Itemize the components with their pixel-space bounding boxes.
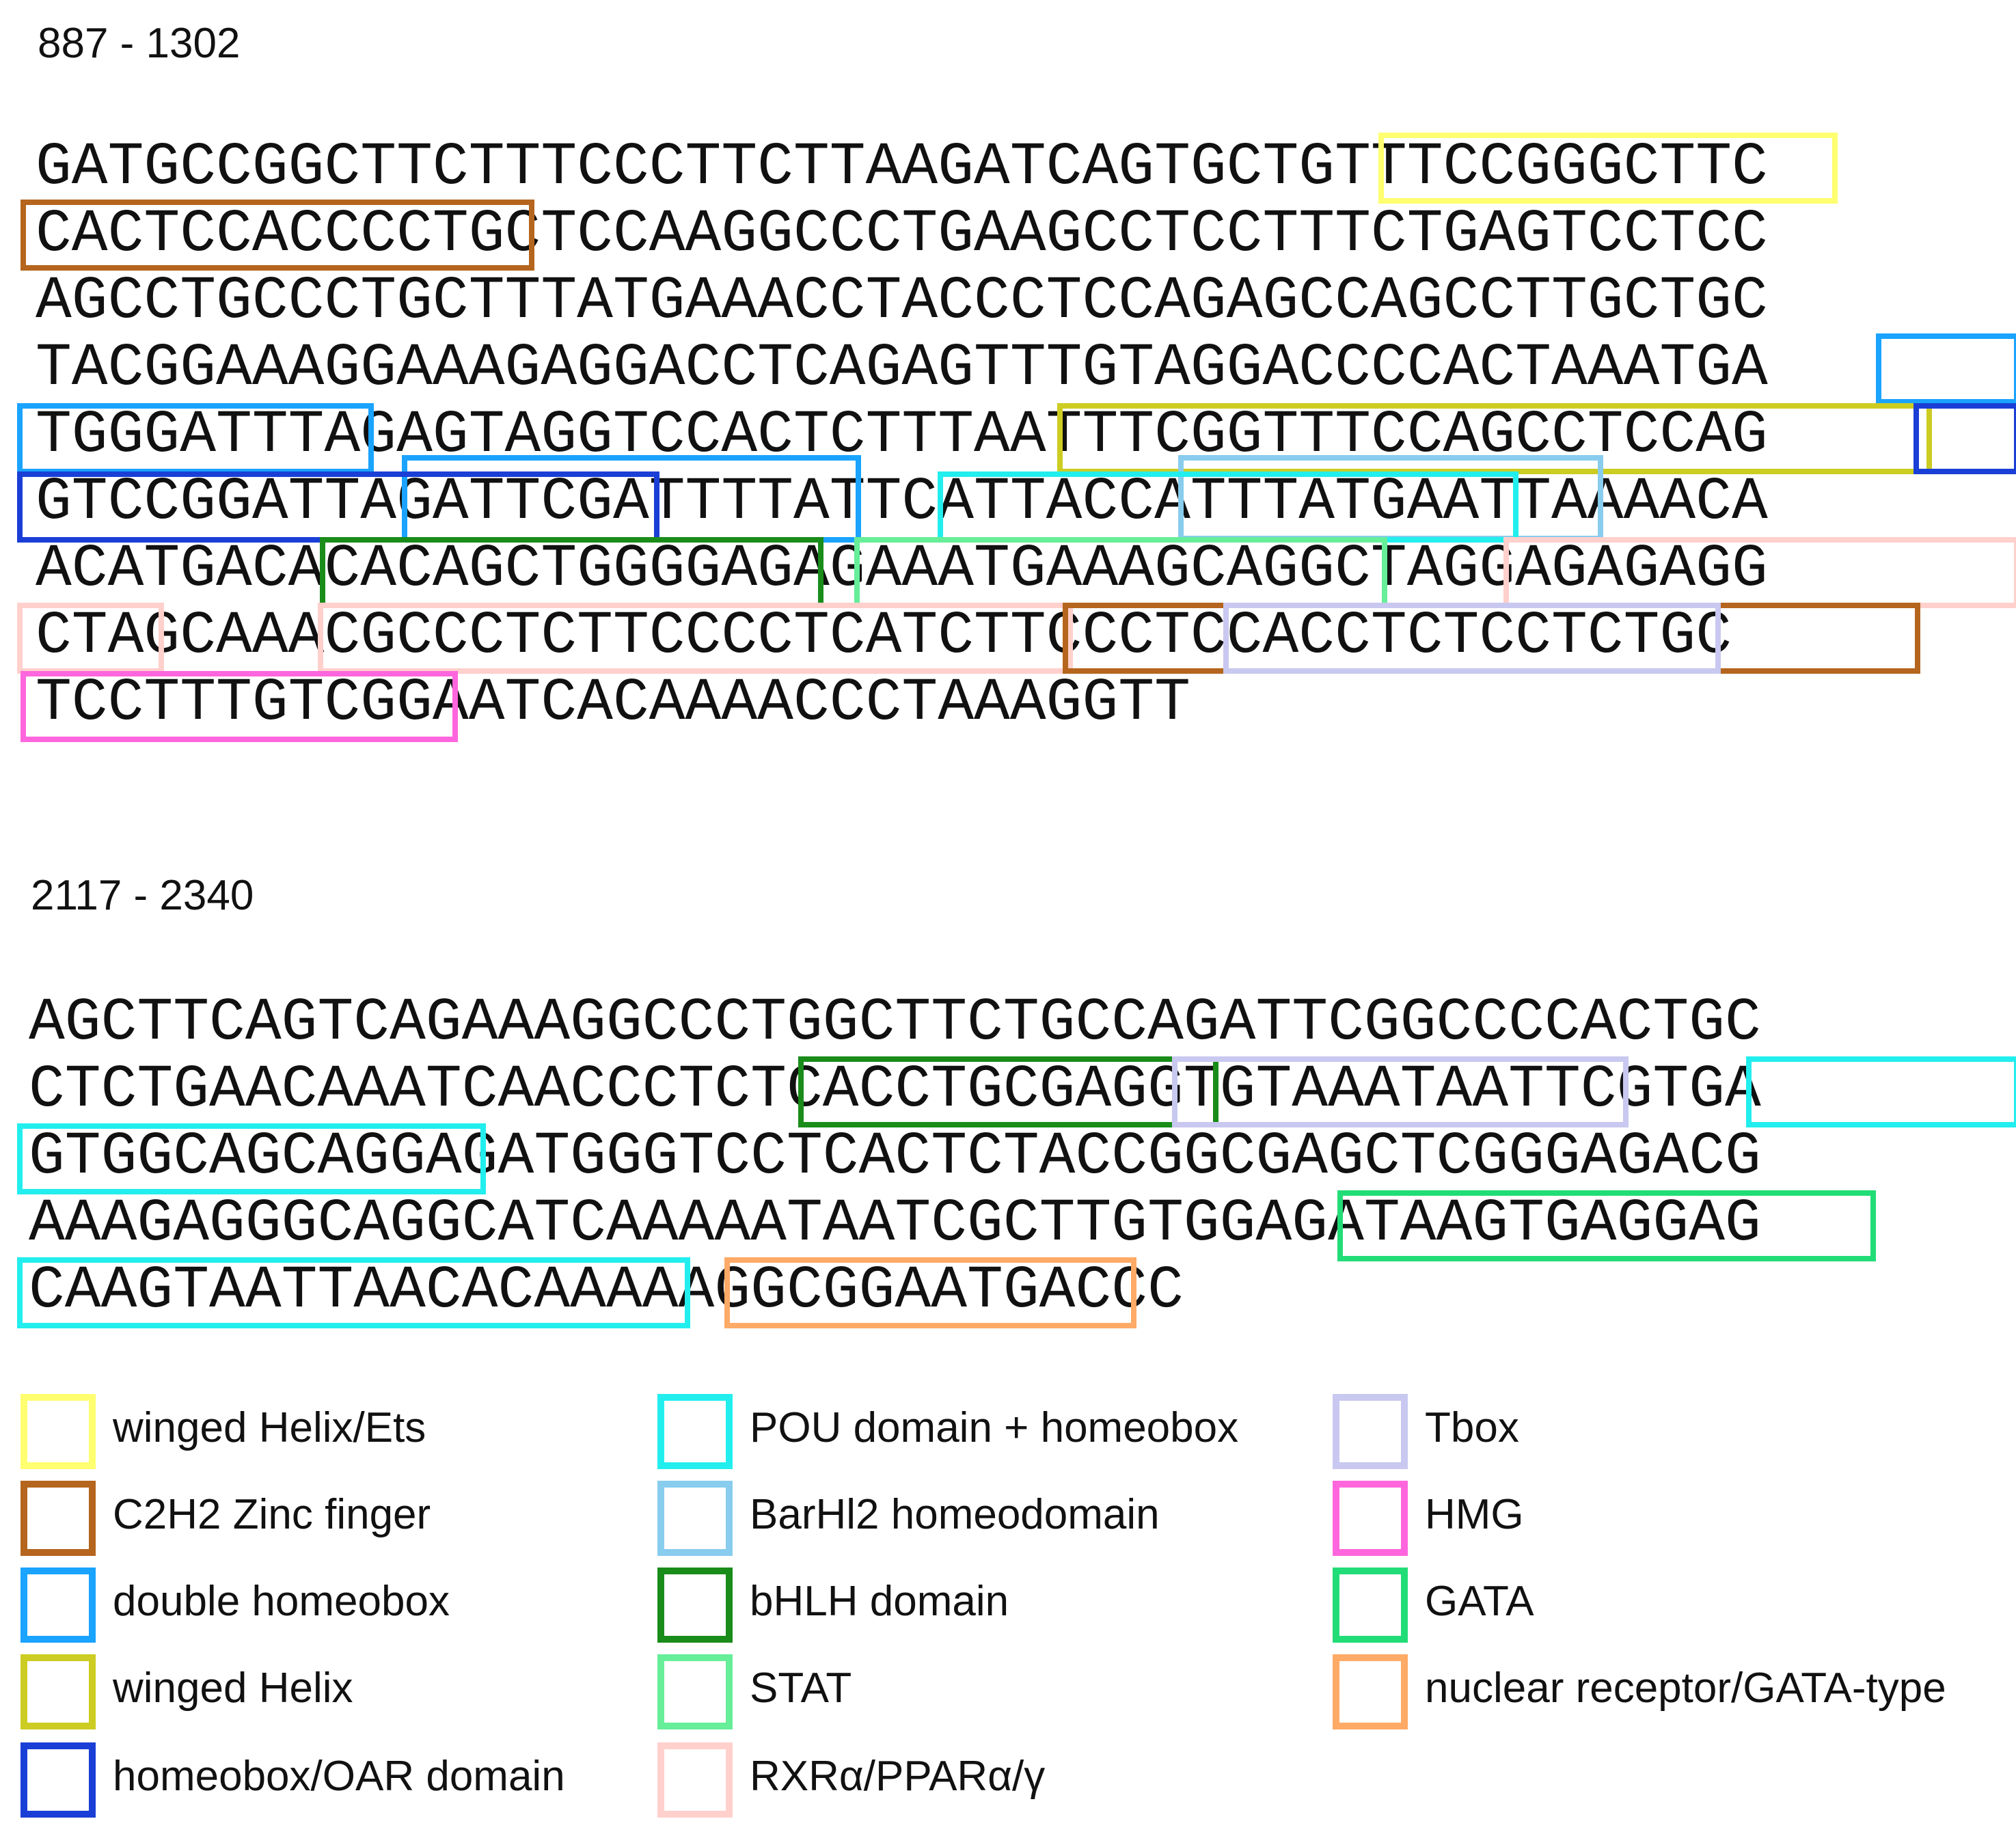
seq1-line-4: TACGGAAAGGAAAGAGGACCTCAGAGTTTGTAGGACCCCA… (36, 335, 1768, 402)
motif-pou-domain-homeobox (938, 471, 1518, 543)
seq1-line-9: TCCTTTGTCGGAATCACAAAACCCTAAAGGTT (36, 670, 1190, 737)
legend-swatch (1333, 1394, 1408, 1469)
legend-swatch (657, 1481, 733, 1556)
motif-pou-domain-homeobox (17, 1257, 690, 1328)
legend-swatch (657, 1742, 733, 1818)
legend-swatch (1333, 1654, 1408, 1729)
legend-label: BarHl2 homeodomain (750, 1491, 1160, 1538)
legend-swatch (21, 1654, 96, 1729)
seq2-line-1: AGCTTCAGTCAGAAAGGCCCTGGCTTCTGCCAGATTCGGC… (29, 989, 1761, 1057)
motif-pou-domain-homeobox (17, 1123, 486, 1194)
legend-swatch (657, 1568, 733, 1643)
legend-label: RXRα/PPARα/γ (750, 1753, 1046, 1800)
range-label-1: 887 - 1302 (38, 20, 241, 67)
legend-label: bHLH domain (750, 1578, 1009, 1625)
legend-label: POU domain + homeobox (750, 1404, 1239, 1451)
motif-homeobox-oar-domain (17, 471, 659, 543)
seq1-line-2: CACTCCACCCCTGCTCCAAGGCCCTGAAGCCTCCTTTCTG… (36, 201, 1768, 269)
legend-label: C2H2 Zinc finger (113, 1491, 431, 1538)
seq2-line-3: GTGGCAGCAGGAGATGGGTCCTCACTCTACCGGCGAGCTC… (29, 1123, 1761, 1191)
legend-swatch (21, 1481, 96, 1556)
legend-swatch (657, 1394, 733, 1469)
motif-rxr-ppar (17, 603, 164, 674)
legend-label: STAT (750, 1665, 852, 1712)
legend-label: double homeobox (113, 1578, 450, 1625)
motif-nuclear-receptor-gata (724, 1257, 1136, 1328)
seq1-line-3: AGCCTGCCCTGCTTTATGAAACCTACCCTCCAGAGCCAGC… (36, 268, 1768, 336)
motif-pou-domain-homeobox (1746, 1056, 2016, 1127)
motif-tbox (1172, 1056, 1629, 1127)
motif-bhlh-domain (320, 537, 823, 608)
motif-double-homeobox (1876, 333, 2016, 405)
motif-gata (1337, 1190, 1876, 1261)
legend-label: winged Helix (113, 1665, 353, 1712)
legend-swatch (21, 1394, 96, 1469)
legend-label: Tbox (1425, 1404, 1519, 1451)
legend-label: GATA (1425, 1578, 1534, 1625)
motif-double-homeobox (17, 403, 374, 474)
motif-winged-helix-ets (1378, 133, 1838, 204)
motif-tbox (1223, 603, 1721, 674)
legend-label: winged Helix/Ets (113, 1404, 426, 1451)
range-label-2: 2117 - 2340 (31, 872, 254, 919)
seq2-line-5: CAAGTAATTAACACAAAAAGGCGGAATGACCC (29, 1257, 1184, 1325)
seq2-line-4: AAAGAGGGCAGGCATCAAAAATAATCGCTTGTGGAGATAA… (29, 1190, 1761, 1258)
motif-homeobox-oar-domain (1913, 403, 2016, 474)
seq2-line-2: CTCTGAACAAATCAACCCTCTCACCTGCGAGGTGTAAATA… (29, 1056, 1761, 1124)
motif-rxr-ppar (1503, 537, 2016, 608)
legend-label: homeobox/OAR domain (113, 1753, 565, 1800)
legend-label: nuclear receptor/GATA-type (1425, 1665, 1946, 1712)
legend-swatch (1333, 1568, 1408, 1643)
legend-swatch (1333, 1481, 1408, 1556)
seq1-line-6: GTCCGGATTAGATTCGATTTTATTCATTACCATTTATGAA… (36, 469, 1768, 536)
legend-swatch (21, 1742, 96, 1818)
motif-bhlh-domain (798, 1056, 1218, 1127)
motif-stat (854, 537, 1387, 608)
motif-c2h2-zinc-finger (21, 200, 534, 271)
motif-hmg (21, 671, 458, 742)
legend-swatch (657, 1654, 733, 1729)
legend-label: HMG (1425, 1491, 1524, 1538)
legend-swatch (21, 1568, 96, 1643)
seq1-line-1: GATGCCGGCTTCTTTCCCTTCTTAAGATCAGTGCTGTTTC… (36, 134, 1768, 202)
motif-rxr-ppar (318, 603, 1073, 674)
